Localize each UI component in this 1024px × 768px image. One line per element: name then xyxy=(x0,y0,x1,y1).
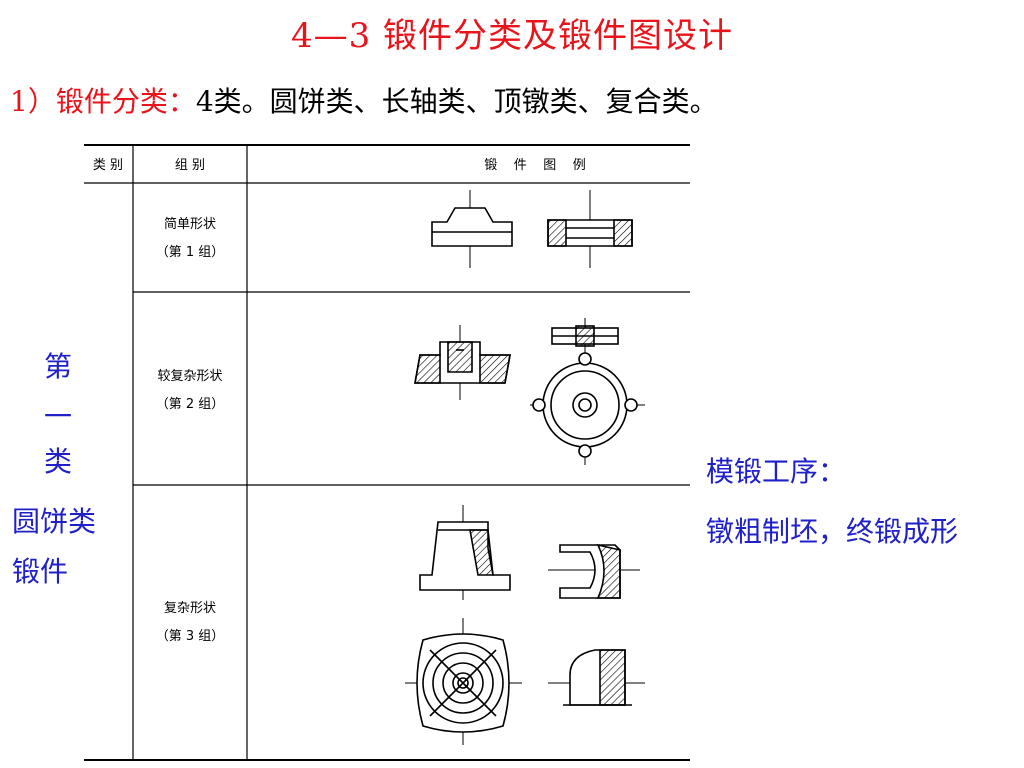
group-3-name: 复杂形状 xyxy=(164,601,216,616)
process-note-text: 镦粗制坯，终锻成形 xyxy=(706,515,959,548)
forging-drawing-complicated-2 xyxy=(548,543,640,599)
forging-drawing-complicated-1 xyxy=(419,505,511,600)
category-char-2: 一 xyxy=(44,400,73,433)
header-group: 组 别 xyxy=(175,158,205,173)
classification-prefix: 1）锻件分类： xyxy=(10,85,196,118)
category-name-line2: 锻件 xyxy=(12,555,69,588)
process-note-title: 模锻工序： xyxy=(706,455,847,488)
forging-drawing-simple-2 xyxy=(547,190,633,268)
header-category: 类 别 xyxy=(93,158,123,173)
forging-drawing-complex-1 xyxy=(414,325,511,400)
group-3-sub: （第 3 组） xyxy=(156,629,225,644)
header-examples: 锻 件 图 例 xyxy=(484,158,586,173)
group-1-sub: （第 1 组） xyxy=(156,245,225,260)
group-1-name: 简单形状 xyxy=(164,216,216,232)
group-2-sub: （第 2 组） xyxy=(156,397,225,412)
forging-drawing-complex-2 xyxy=(530,318,645,465)
forging-drawing-simple-1 xyxy=(431,190,513,268)
page-title: 4—3 锻件分类及锻件图设计 xyxy=(290,16,734,56)
forging-drawing-complicated-4 xyxy=(548,649,645,706)
category-char-1: 第 xyxy=(44,350,73,383)
group-2-name: 较复杂形状 xyxy=(157,369,222,384)
forging-drawing-complicated-3 xyxy=(405,618,522,745)
category-char-3: 类 xyxy=(44,445,73,478)
classification-line: 1）锻件分类：4类。圆饼类、长轴类、顶镦类、复合类。 xyxy=(10,80,718,120)
category-name-line1: 圆饼类 xyxy=(12,505,97,538)
classification-text: 4类。圆饼类、长轴类、顶镦类、复合类。 xyxy=(195,85,718,118)
